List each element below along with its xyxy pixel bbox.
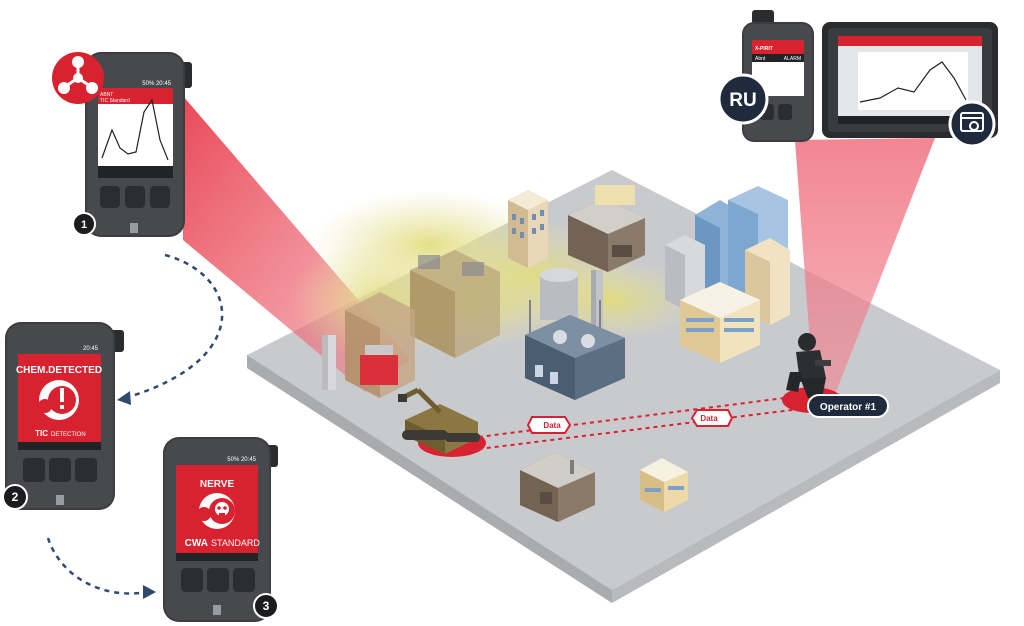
ru-device-row-right: ALARM [784, 56, 801, 62]
device2-footer-light: DETECTION [51, 432, 86, 438]
device3-title: NERVE [200, 479, 235, 490]
detector-device-3 [163, 437, 278, 622]
operator-label-pill [807, 394, 889, 418]
step-badge-1-circle [72, 212, 96, 236]
warehouse-a [568, 185, 645, 272]
robot-vehicle [398, 387, 480, 454]
step-badge-3-circle [253, 593, 279, 619]
operator-label: Operator #1 [820, 402, 877, 413]
flow-arrows [46, 253, 224, 595]
ru-device-header: X-PIRIT [755, 46, 773, 52]
ru-badge-circle [717, 73, 769, 125]
chemical-hazard-glyph [58, 56, 98, 94]
data-tag-left-label: Data [543, 421, 561, 430]
device2-status-bar: 20:45 [83, 346, 99, 352]
step-badge-2-circle [2, 484, 28, 510]
water-tank [529, 268, 603, 350]
small-office-b [640, 458, 688, 512]
detector-device-1 [85, 52, 192, 237]
operator-figure [786, 333, 831, 398]
device2-footer-bold: TIC [35, 429, 48, 438]
ru-device-row-left: Abnt [755, 56, 766, 62]
power-station [525, 315, 625, 400]
arrow-head-2 [143, 585, 156, 599]
data-tag-left [526, 416, 572, 434]
arrow-head-1 [117, 391, 131, 405]
settings-window-glyph [960, 112, 984, 132]
industrial-plant [322, 250, 500, 398]
warehouse-b [520, 452, 595, 522]
device3-footer-light: STANDARD [211, 538, 260, 548]
data-link-lines [454, 394, 809, 453]
step-badge-2: 2 [12, 490, 19, 504]
glass-tower-cluster [665, 186, 790, 363]
settings-window-icon [948, 100, 996, 148]
device3-status-bar: 50% 20:45 [227, 457, 256, 463]
device3-footer-bold: CWA [185, 538, 208, 549]
device1-status-bar: 50% 20:45 [142, 81, 171, 87]
sensing-beam-2 [795, 138, 935, 398]
data-tag-right [690, 409, 734, 427]
data-tag-right-label: Data [700, 414, 718, 423]
step-badge-1: 1 [81, 219, 87, 231]
ru-badge: RU [729, 90, 756, 111]
device1-header: ABNT [100, 92, 113, 98]
detector-device-2 [5, 322, 124, 510]
device1-subheader: TIC Standard [100, 98, 130, 104]
device2-title: CHEM.DETECTED [16, 365, 102, 376]
step-badge-3: 3 [263, 599, 270, 613]
office-building-a [508, 190, 548, 268]
